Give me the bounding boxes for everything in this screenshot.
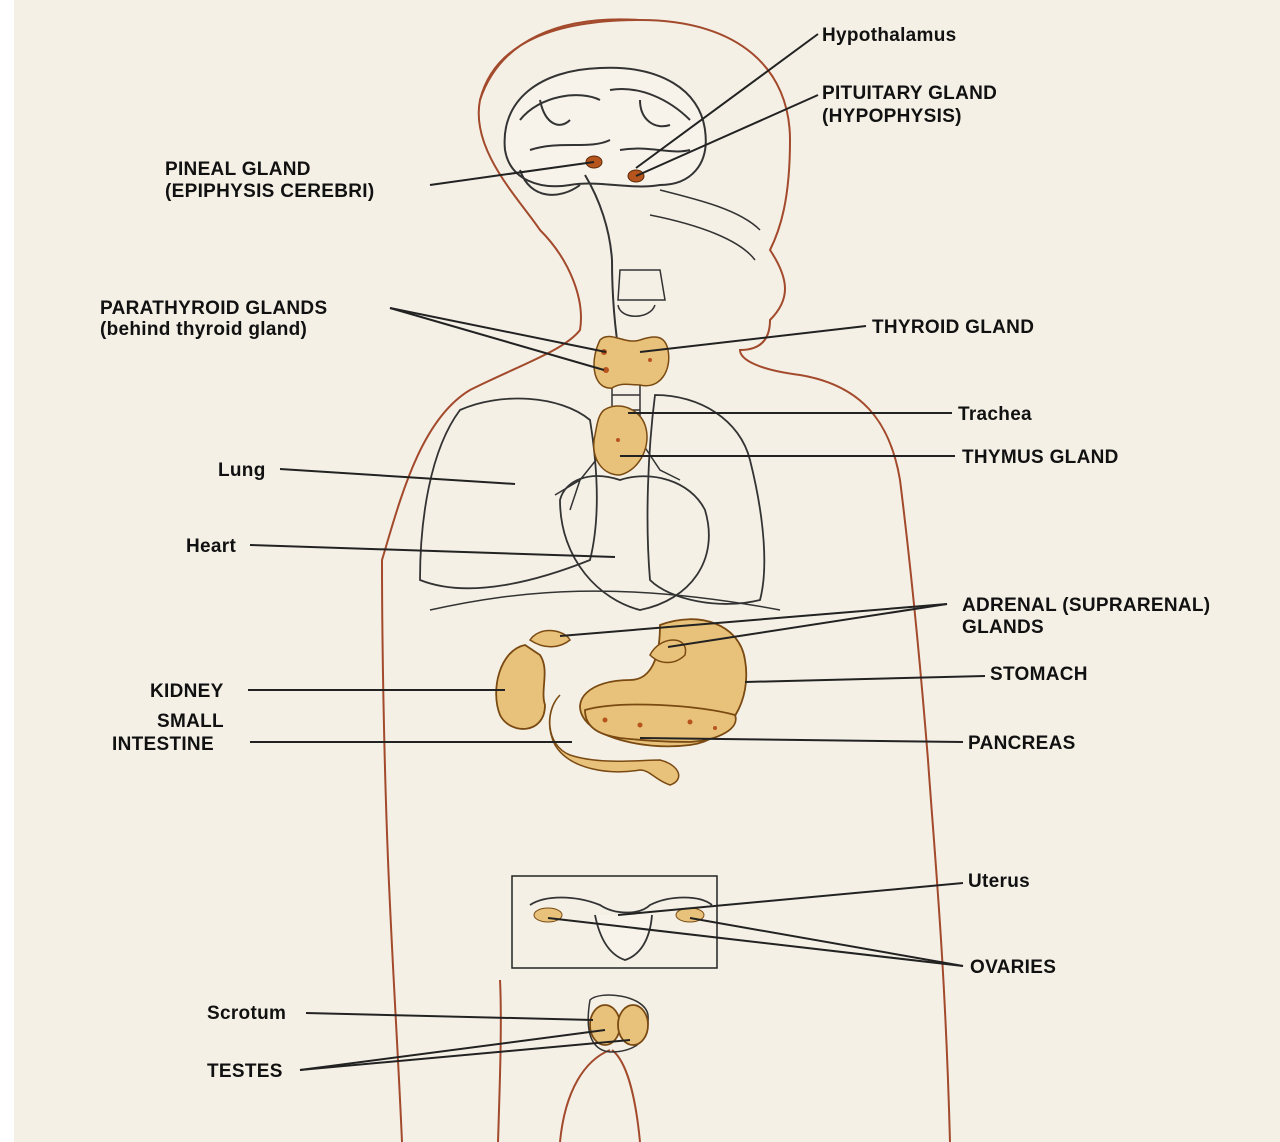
brain (505, 68, 706, 360)
label-parathyroid-line1: PARATHYROID GLANDS (100, 298, 327, 319)
label-kidney: KIDNEY (150, 681, 224, 702)
label-pineal-line1: PINEAL GLAND (165, 159, 311, 180)
head-interior (618, 190, 760, 316)
uterus-inset (512, 876, 717, 968)
heart (560, 476, 709, 610)
label-thymus: THYMUS GLAND (962, 447, 1119, 468)
label-pituitary-line1: PITUITARY GLAND (822, 83, 997, 104)
label-adrenal-line2: GLANDS (962, 617, 1044, 638)
label-hypothalamus: Hypothalamus (822, 25, 957, 46)
label-pituitary-line2: (HYPOPHYSIS) (822, 106, 962, 127)
label-thyroid: THYROID GLAND (872, 317, 1034, 338)
label-lung: Lung (218, 460, 266, 481)
label-adrenal-line1: ADRENAL (SUPRARENAL) (962, 595, 1210, 616)
label-pancreas: PANCREAS (968, 733, 1076, 754)
label-heart: Heart (186, 536, 236, 557)
thymus-gland (594, 406, 647, 475)
label-testes: TESTES (207, 1061, 283, 1082)
label-pineal-line2: (EPIPHYSIS CEREBRI) (165, 181, 374, 202)
label-stomach: STOMACH (990, 664, 1088, 685)
label-parathyroid-line2: (behind thyroid gland) (100, 319, 307, 340)
label-uterus: Uterus (968, 871, 1030, 892)
testes (590, 1005, 648, 1045)
lungs (420, 395, 764, 604)
body-outline (382, 19, 950, 1142)
thyroid-gland (594, 336, 669, 388)
label-ovaries: OVARIES (970, 957, 1056, 978)
label-trachea: Trachea (958, 404, 1032, 425)
label-scrotum: Scrotum (207, 1003, 286, 1024)
label-small-intestine-line1: SMALL (157, 711, 224, 732)
label-small-intestine-line2: INTESTINE (112, 734, 214, 755)
